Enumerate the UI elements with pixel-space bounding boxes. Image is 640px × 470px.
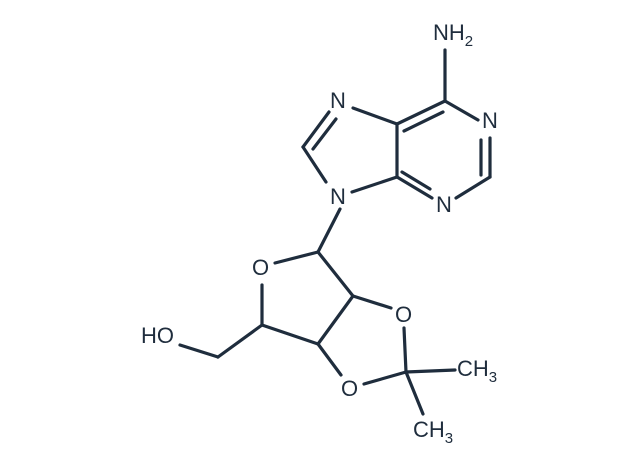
bond-c4prime-c5prime [216,323,264,359]
atom-label-methyl-1: CH3 [457,356,497,386]
bond-c6-n1 [443,99,480,122]
bond-n9-c1prime [316,207,342,254]
bonds [178,48,492,416]
atom-label-o-lower: O [341,376,358,401]
atom-label-n3: N [436,192,452,217]
bond-cq-methyl-2 [404,370,425,416]
bond-n3-c4-double [400,170,432,191]
bond-c5-c6 [395,99,447,126]
bond-c8-n9 [301,145,328,184]
bond-n9-c4 [350,175,399,194]
bond-c5-n7 [351,106,399,126]
bond-c5prime-oh [178,343,220,359]
bond-o-lower-cq [362,370,408,386]
bond-c2-n3 [454,175,492,200]
atom-label-methyl-2: CH3 [413,417,453,447]
atom-label-n1: N [482,108,498,133]
bond-n7-c8-double [311,117,338,151]
bond-n3-c4 [395,175,434,200]
atom-label-amine: NH2 [433,20,473,50]
atom-label-ring-o: O [252,255,269,280]
bond-c5-c6-double [402,110,445,133]
atom-label-n9: N [330,184,346,209]
bond-n7-c8 [301,110,331,149]
bond-c4prime-c3prime [260,323,320,346]
atom-label-hydroxyl: HO [141,323,174,348]
atom-label-n7: N [330,88,346,113]
bond-o-upper-cq [402,326,408,374]
bond-cq-methyl-1 [404,368,457,374]
bond-c3prime-o-lower [316,342,343,377]
atom-label-o-upper: O [395,302,412,327]
bond-c2prime-o-upper [351,294,393,310]
bond-c2prime-c1prime [316,250,355,298]
bond-c3prime-c2prime [316,294,355,346]
bond-c1prime-o4prime [273,250,320,265]
atom-labels: NH2 N N N N O HO O O CH3 CH3 [141,20,498,447]
